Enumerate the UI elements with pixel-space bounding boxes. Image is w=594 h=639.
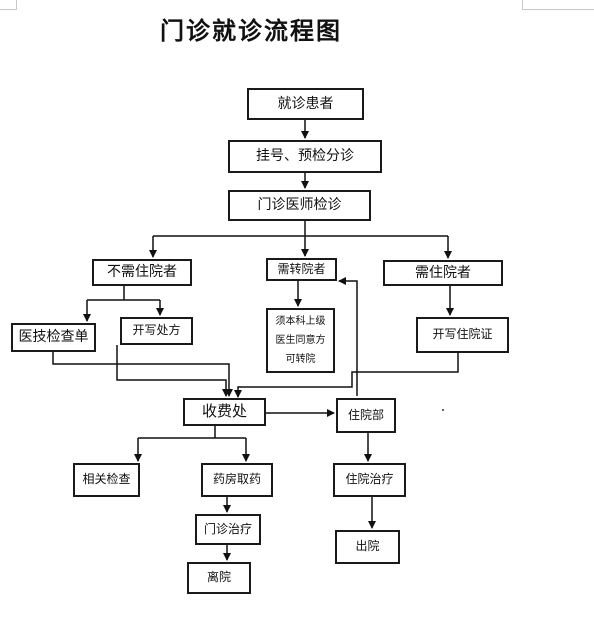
edge-prescription-to-cashier xyxy=(116,345,230,397)
node-transfer-conditions: 须本科上级 医生同意方 可转院 xyxy=(266,308,335,373)
edge-tech-exam-to-cashier xyxy=(52,352,233,397)
node-no-admission: 不需住院者 xyxy=(92,259,192,286)
node-need-admission: 需住院者 xyxy=(383,260,503,286)
node-register-triage: 挂号、预检分诊 xyxy=(228,140,382,173)
node-pharmacy: 药房取药 xyxy=(201,463,273,497)
transfer-condition-line-3: 可转院 xyxy=(285,354,316,365)
node-inpatient-treatment: 住院治疗 xyxy=(333,463,406,497)
node-outpatient-treatment: 门诊治疗 xyxy=(195,514,261,545)
node-prescription: 开写处方 xyxy=(120,317,193,345)
node-leave-hospital: 离院 xyxy=(187,562,251,594)
edge-cert-to-cashier xyxy=(234,353,459,398)
node-patient: 就诊患者 xyxy=(247,88,364,120)
node-discharge: 出院 xyxy=(335,530,400,564)
edge-inpatient-to-transfer xyxy=(338,277,358,396)
node-inpatient-dept: 住院部 xyxy=(336,398,396,433)
transfer-condition-line-2: 医生同意方 xyxy=(275,335,326,346)
page-corner-mark-right xyxy=(522,0,594,10)
stray-mark-dot xyxy=(442,409,444,411)
node-doctor-exam: 门诊医师检诊 xyxy=(228,190,371,221)
node-related-exam: 相关检查 xyxy=(73,463,140,497)
node-admission-certificate: 开写住院证 xyxy=(416,317,509,353)
page-corner-mark-left xyxy=(0,0,17,10)
diagram-title: 门诊就诊流程图 xyxy=(160,16,342,45)
transfer-condition-line-1: 须本科上级 xyxy=(275,316,326,327)
node-transfer: 需转院者 xyxy=(266,258,337,281)
node-tech-exam-form: 医技检查单 xyxy=(11,323,96,352)
node-cashier: 收费处 xyxy=(183,398,266,426)
